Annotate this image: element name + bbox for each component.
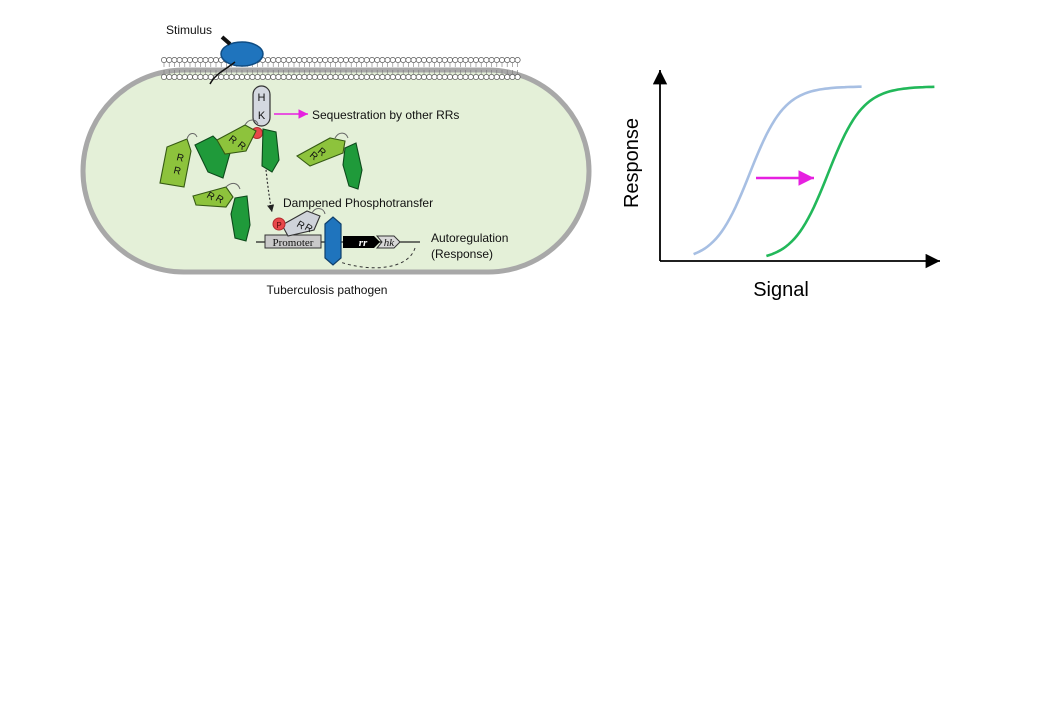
stimulus-tick	[220, 35, 232, 46]
response-paren-label: (Response)	[431, 247, 493, 261]
rr-letter: R	[172, 165, 182, 177]
autoregulation-label: Autoregulation	[431, 231, 508, 245]
hk-letter-h: H	[258, 92, 266, 104]
x-axis-label: Signal	[753, 279, 809, 301]
stimulus-stem	[209, 61, 236, 85]
response-regulator-3: R R	[295, 132, 363, 190]
phospho-letter: P	[276, 221, 281, 230]
series-layer	[693, 85, 935, 258]
rr-letter: R	[175, 152, 185, 164]
hk-letter-k: K	[258, 110, 266, 122]
response-chart: Response Signal	[621, 70, 940, 301]
hk-gene-label: hk	[384, 237, 396, 249]
rr-letter: R	[214, 193, 226, 206]
stimulus-label: Stimulus	[166, 23, 212, 37]
rr-letter: R	[303, 222, 315, 235]
sequestration-label: Sequestration by other RRs	[312, 108, 459, 122]
dna-binding-domain	[324, 216, 342, 266]
dampened-phosphotransfer-label: Dampened Phosphotransfer	[283, 196, 433, 210]
rr-phospho-group	[272, 217, 286, 231]
rr-gene-arrow	[343, 236, 380, 248]
y-axis-label: Response	[621, 118, 643, 208]
series-line-1	[693, 85, 862, 256]
response-regulator-4: R R	[192, 182, 251, 242]
rr-letter: R	[205, 190, 217, 203]
promoter-label: Promoter	[273, 237, 314, 249]
bacterial-cell	[80, 67, 592, 275]
diagram-caption: Tuberculosis pathogen	[267, 283, 388, 297]
response-regulator-2: R R	[216, 119, 280, 173]
cell-diagram: Stimulus H K Sequestration by other RRs …	[80, 23, 592, 297]
series-line-2	[766, 85, 935, 258]
rr-letter: R	[295, 219, 307, 232]
autoregulation-loop	[339, 247, 416, 269]
rr-gene-label: rr	[359, 237, 368, 249]
bound-response-regulator: R R P	[272, 208, 326, 237]
histidine-kinase	[252, 85, 271, 127]
stimulus-receptor	[220, 41, 264, 67]
hk-gene-arrow	[375, 235, 401, 249]
